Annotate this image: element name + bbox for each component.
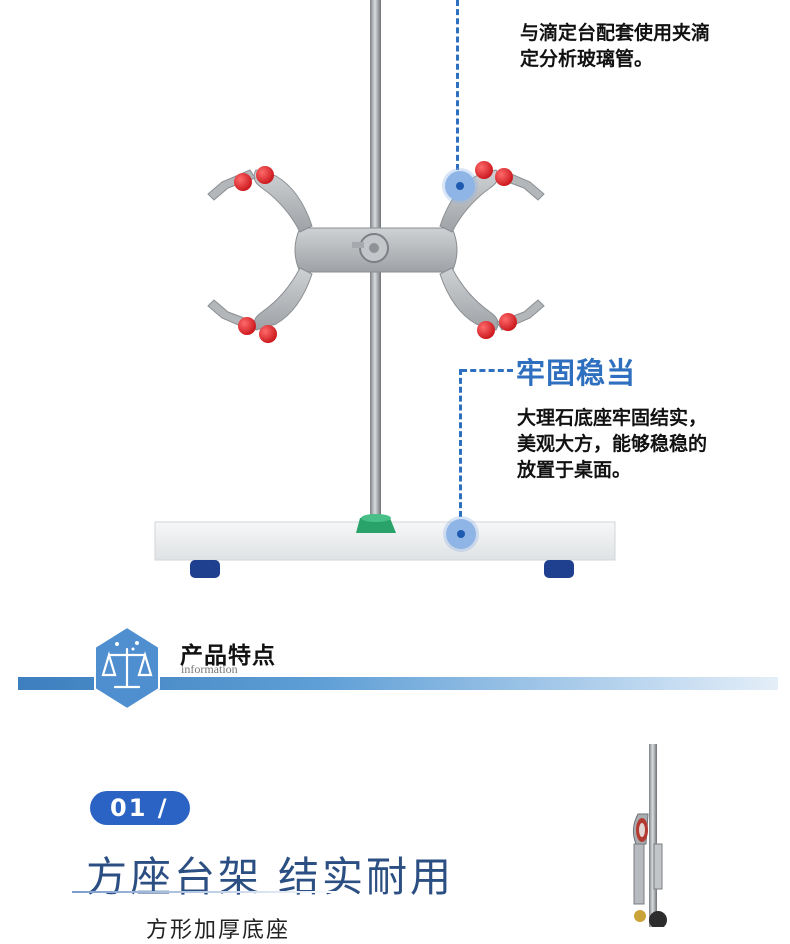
callout-line-base-h: [461, 369, 513, 372]
feature-number-badge: 01 /: [90, 791, 190, 825]
feature-title: 方座台架 结实耐用: [86, 853, 455, 901]
clamp-usage-description: 与滴定台配套使用夹滴 定分析玻璃管。: [520, 22, 711, 70]
rubber-tip: [495, 168, 513, 186]
section-subtitle: information: [181, 662, 238, 676]
rod-collar: [356, 518, 396, 533]
rubber-tip: [234, 173, 252, 191]
lab-flask-hexagon-icon: [94, 625, 160, 711]
callout-dot-base: [446, 519, 476, 549]
callout-dot-clamp: [445, 171, 475, 201]
rubber-tip: [259, 325, 277, 343]
base-foot: [544, 560, 574, 578]
single-clamp-photo: [632, 744, 667, 927]
section-title: 产品特点: [180, 643, 276, 669]
clamp-left-lower-arm: [253, 267, 313, 331]
rubber-tip: [238, 317, 256, 335]
base-foot: [190, 560, 220, 578]
stability-description: 大理石底座牢固结实， 美观大方，能够稳稳的 放置于桌面。: [517, 407, 708, 481]
rubber-tip: [499, 313, 517, 331]
callout-line-base-v: [459, 369, 462, 517]
section-header-bar: [18, 677, 778, 690]
feature-subtitle: 方形加厚底座: [146, 918, 291, 943]
rubber-tip: [256, 166, 274, 184]
rubber-tip: [475, 161, 493, 179]
stability-title: 牢固稳当: [516, 356, 637, 390]
feature-title-underline: [72, 891, 342, 893]
clamp-right-lower-arm: [439, 267, 499, 331]
rubber-tip: [477, 321, 495, 339]
lab-stand-illustration: [154, 0, 616, 578]
callout-line-top: [456, 0, 459, 170]
